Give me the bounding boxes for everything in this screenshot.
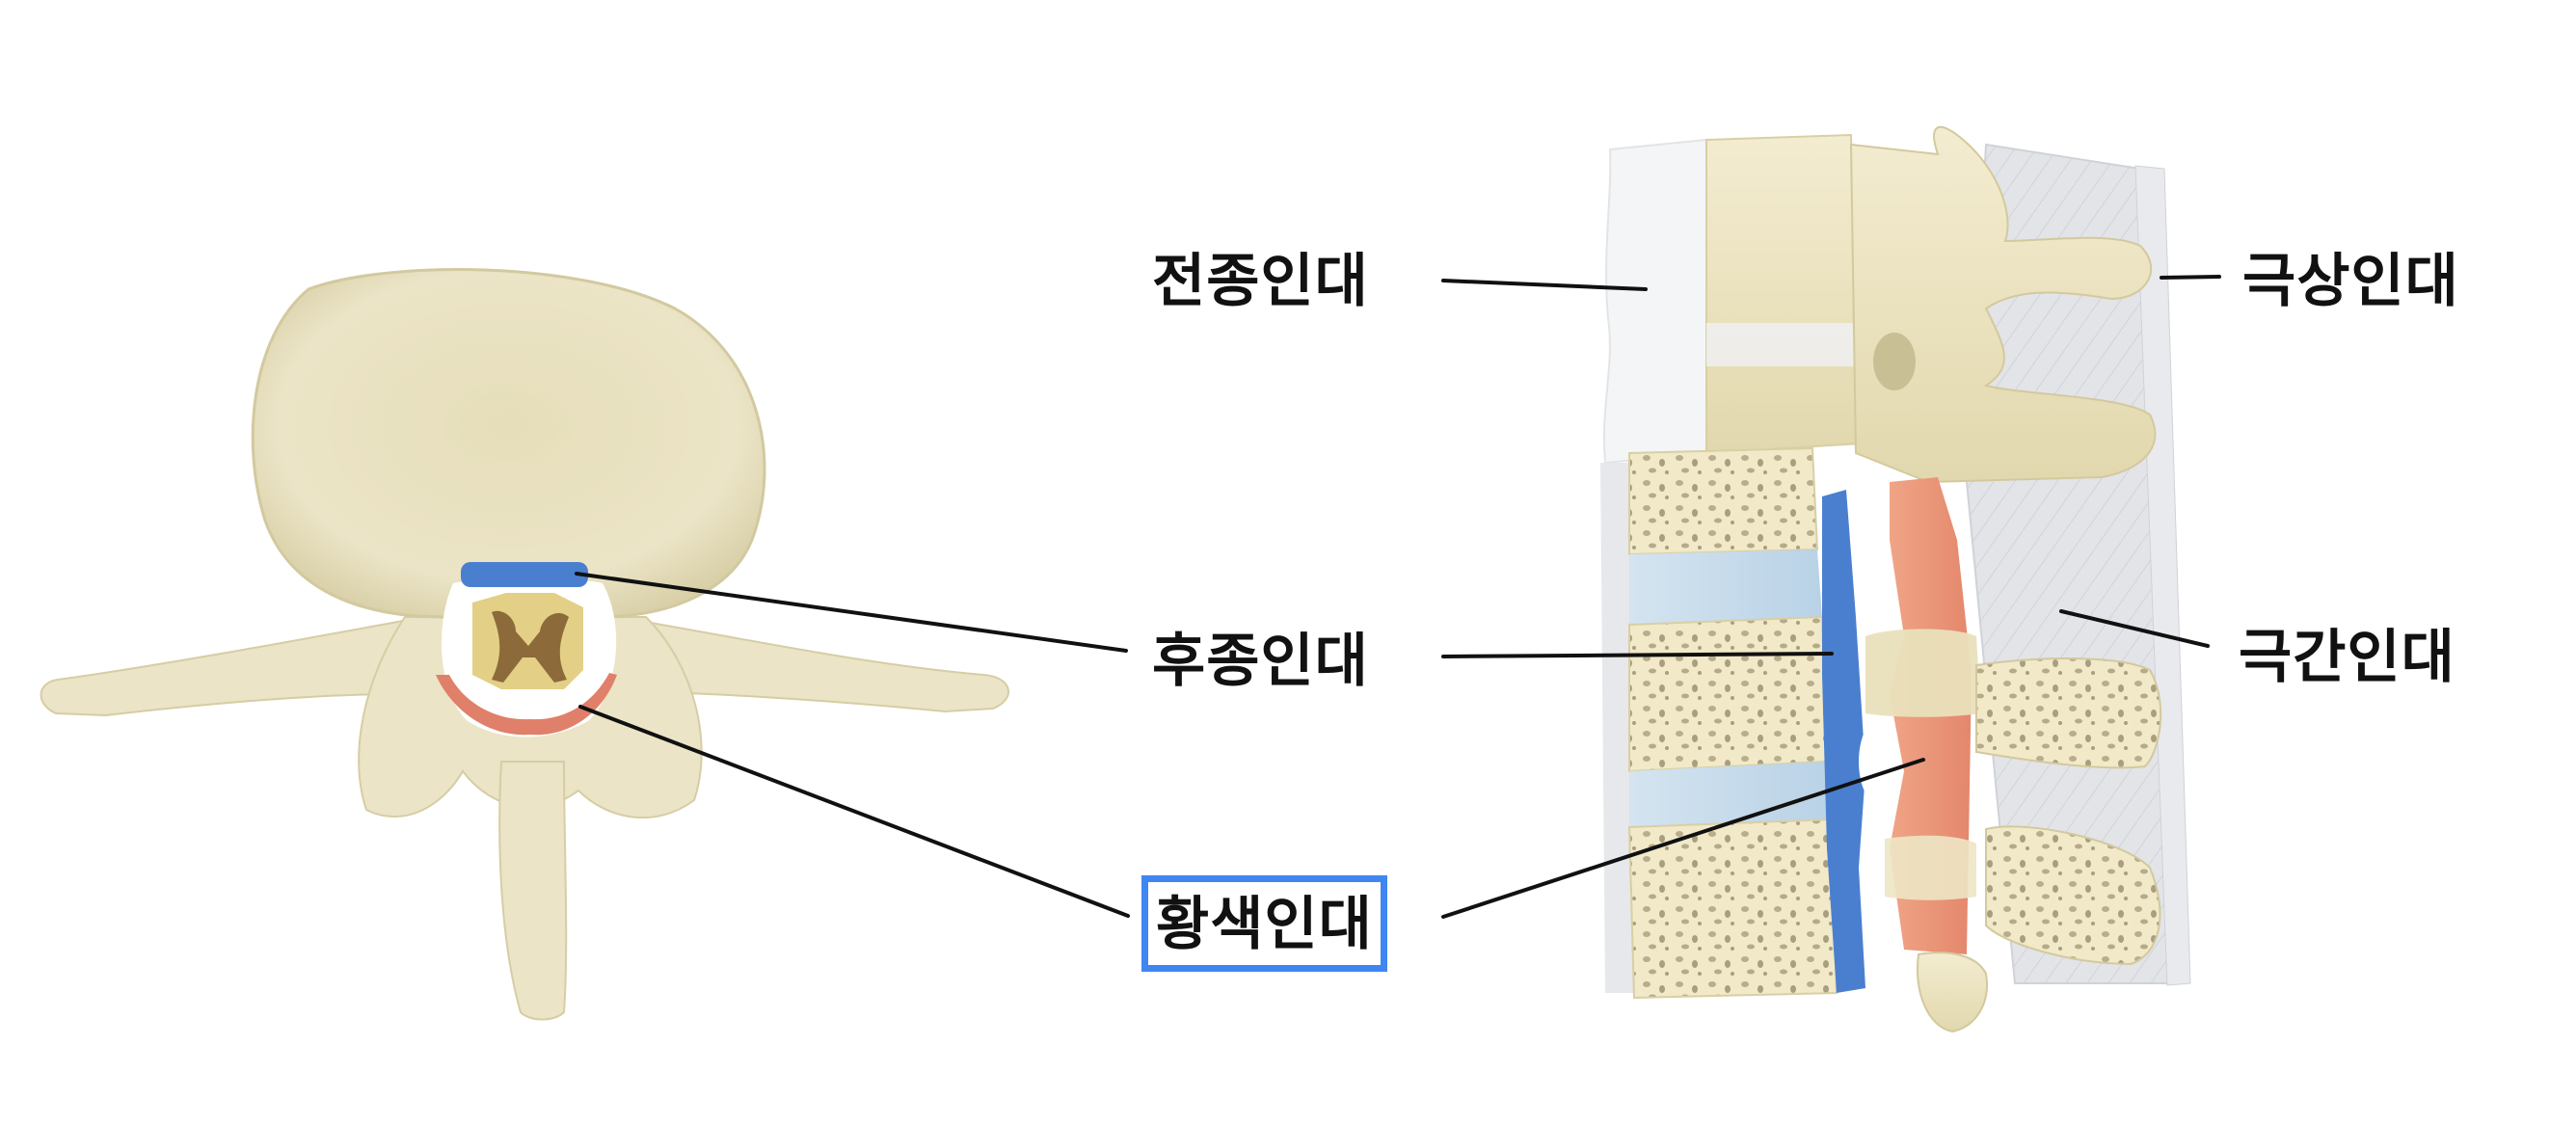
- left-transverse-process: [40, 615, 426, 717]
- leader-lines: [575, 275, 2221, 919]
- posterior-longitudinal-ligament-axial: [461, 562, 588, 587]
- upper-disc-band: [1706, 323, 1861, 366]
- label-interspinous-ligament: 극간인대: [2239, 624, 2455, 691]
- vertebral-body-section-2: [1628, 615, 1829, 773]
- spinous-process-middle: [1975, 657, 2162, 769]
- upper-foramen: [1873, 333, 1916, 390]
- leader-ligamentum-flavum-axial: [578, 705, 1130, 918]
- leader-interspinous: [2059, 609, 2210, 648]
- ligamentum-flavum-axial: [436, 673, 617, 736]
- right-transverse-process: [615, 615, 1009, 713]
- leader-supraspinous: [2160, 275, 2221, 280]
- vertebral-body: [251, 268, 766, 619]
- anterior-longitudinal-ligament: [1602, 138, 1707, 465]
- canal-gap-upper: [1859, 525, 1901, 631]
- upper-posterior-elements: [1849, 125, 2157, 484]
- sagittal-spine-section: [1600, 125, 2191, 1033]
- spinal-cord: [472, 593, 583, 689]
- inferior-articular-process: [1917, 952, 1988, 1033]
- canal-gap-lower: [1859, 718, 1901, 805]
- lamina-band-2: [1885, 835, 1976, 900]
- spinous-process-lower: [1985, 825, 2161, 966]
- posterior-longitudinal-ligament-sagittal: [1822, 490, 1865, 993]
- intervertebral-disc-1: [1629, 550, 1822, 625]
- leader-anterior-longitudinal: [1441, 279, 1648, 291]
- upper-vertebral-body: [1705, 133, 1863, 455]
- spinous-process: [498, 761, 568, 1021]
- gray-matter: [492, 610, 569, 683]
- intervertebral-disc-2: [1629, 762, 1832, 827]
- label-ligamentum-flavum-highlighted[interactable]: 황색인대: [1141, 875, 1387, 972]
- label-posterior-longitudinal-ligament: 후종인대: [1152, 628, 1369, 695]
- lamina-band-1: [1865, 629, 1981, 717]
- leader-posterior-longitudinal-sagittal: [1441, 652, 1834, 658]
- axial-vertebra-view: [40, 268, 1009, 1021]
- leader-posterior-longitudinal-axial: [575, 572, 1128, 653]
- label-anterior-longitudinal-ligament: 전종인대: [1152, 248, 1369, 315]
- label-supraspinous-ligament: 극상인대: [2242, 248, 2459, 315]
- leader-ligamentum-flavum-sagittal: [1441, 758, 1925, 919]
- vertebral-body-section-1: [1628, 446, 1819, 556]
